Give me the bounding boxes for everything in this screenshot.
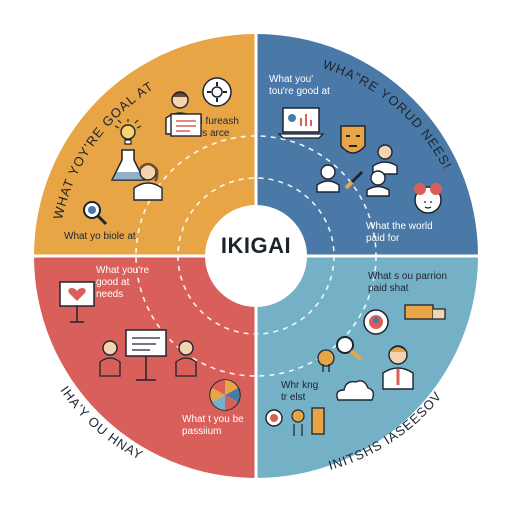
lightbulb-icon bbox=[114, 119, 142, 145]
top-right-bottom-label: What the world paid for bbox=[366, 221, 433, 245]
people-icon bbox=[372, 144, 398, 175]
hand-icon bbox=[404, 304, 446, 320]
bottom-right-label: What s ou parrion paid shat bbox=[368, 271, 447, 295]
bottom-right-bottom-line2: tr elst bbox=[281, 392, 306, 403]
person-left-icon bbox=[316, 164, 340, 193]
bottom-left-line2: good at bbox=[96, 277, 130, 288]
team-icon bbox=[265, 407, 325, 436]
bottom-left-line1: What you're bbox=[96, 265, 150, 276]
center-circle bbox=[205, 205, 307, 307]
top-left-bottom-label: What yo biole at bbox=[64, 231, 136, 243]
bottom-right-bottom-line1: Whr kng bbox=[281, 380, 319, 391]
top-right-line2: tou're good at bbox=[269, 86, 330, 97]
top-right-bottom-line1: What the world bbox=[366, 221, 433, 232]
magnifier-icon bbox=[83, 201, 108, 226]
bottom-left-line3: needs bbox=[96, 289, 124, 300]
top-left-bottom-text: What yo biole at bbox=[64, 231, 136, 242]
teacher-icon bbox=[165, 91, 202, 137]
bottom-left-label: What you're good at needs bbox=[96, 265, 149, 301]
target-icon bbox=[363, 309, 389, 335]
laptop-icon bbox=[277, 107, 325, 139]
face-icon bbox=[414, 183, 442, 214]
bottom-left-bottom-line1: What t you be bbox=[182, 414, 244, 425]
bottom-left-bottom-line2: passiium bbox=[182, 426, 222, 437]
top-left-note-line2: is arce bbox=[200, 128, 230, 139]
meeting-icon bbox=[99, 329, 197, 381]
mask-icon bbox=[340, 125, 366, 154]
bottom-right-line2: paid shat bbox=[368, 283, 409, 294]
bottom-left-bottom-label: What t you be passiium bbox=[182, 414, 244, 438]
brush-icon bbox=[344, 170, 364, 190]
gears-icon bbox=[202, 77, 232, 107]
person-icon bbox=[382, 345, 414, 390]
heart-sign-icon bbox=[59, 281, 95, 323]
dashed-ring-inner bbox=[177, 177, 335, 335]
cloud-icon bbox=[336, 380, 375, 401]
wheel-icon bbox=[209, 379, 241, 411]
top-right-label: What you' tou're good at bbox=[269, 74, 330, 98]
bottom-right-line1: What s ou parrion bbox=[368, 271, 447, 282]
top-left-note-line1: I fureash bbox=[200, 116, 239, 127]
dashed-ring-outer bbox=[135, 135, 377, 377]
gear-badge-icon bbox=[317, 349, 335, 372]
top-right-bottom-line2: paid for bbox=[366, 233, 400, 244]
quadrant-top-left bbox=[34, 34, 256, 256]
magnifier-tool-icon bbox=[336, 336, 363, 361]
center-title: IKIGAI bbox=[220, 233, 292, 258]
woman-icon bbox=[133, 162, 163, 201]
flask-icon bbox=[110, 149, 146, 181]
top-left-note: I fureash is arce bbox=[200, 116, 239, 140]
person-right-icon bbox=[366, 170, 390, 197]
bottom-right-bottom-label: Whr kng tr elst bbox=[281, 380, 318, 404]
top-right-line1: What you' bbox=[269, 74, 314, 85]
